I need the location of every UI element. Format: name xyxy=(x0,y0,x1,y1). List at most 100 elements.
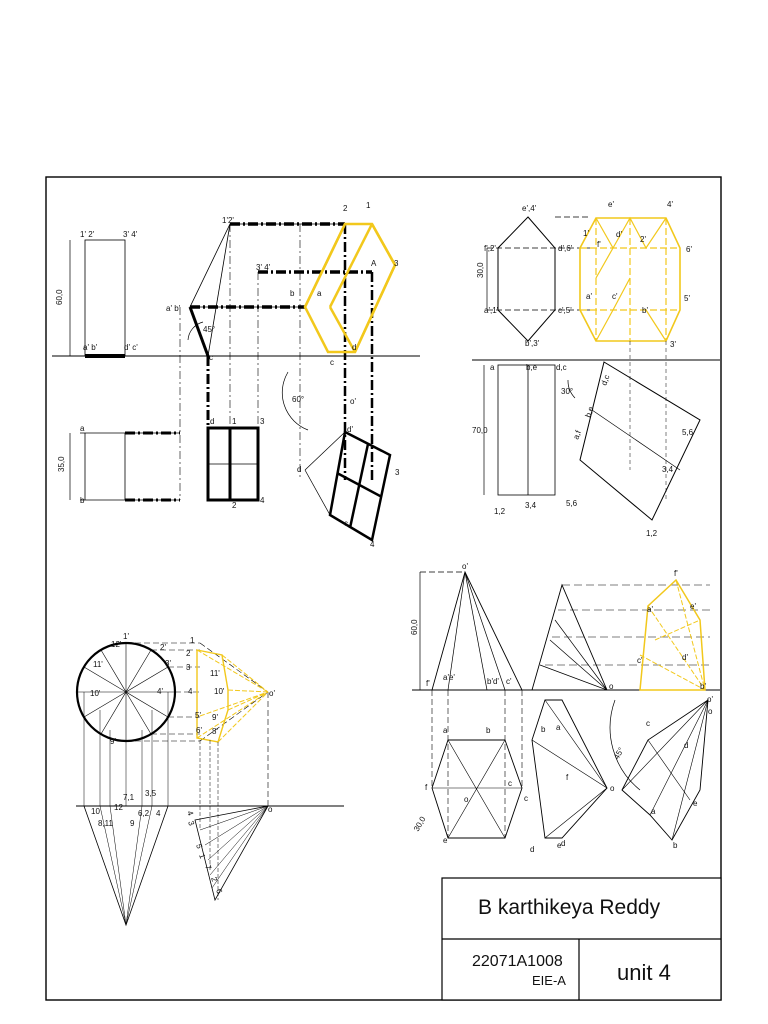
label: b'd' xyxy=(487,677,499,686)
label: a',1' xyxy=(484,306,499,315)
highlighted-hex-arcs xyxy=(595,216,667,342)
label: 6' xyxy=(196,726,202,735)
angle-text-60: 60° xyxy=(292,395,304,404)
label: c xyxy=(330,358,334,367)
label: 1' 2' xyxy=(80,230,95,239)
label: c xyxy=(344,519,348,528)
label: 8' xyxy=(212,727,218,736)
label: 12' xyxy=(111,640,122,649)
label: 3,5 xyxy=(145,789,157,798)
inclined-plan-mid xyxy=(591,409,681,471)
label: f xyxy=(425,783,428,792)
label: c' xyxy=(506,677,512,686)
label: o xyxy=(610,784,615,793)
dim-text-60-b: 60,0 xyxy=(410,619,419,635)
diagram-hex-prism: 30,0 70,0 30° e',4' f',2' d',6' c',5' a'… xyxy=(472,200,720,538)
inclined-cone-generators xyxy=(199,805,269,889)
label: o' xyxy=(462,562,468,571)
pyramid-plan-projectors xyxy=(431,690,523,838)
label: a xyxy=(443,726,448,735)
label: 10 xyxy=(91,807,100,816)
pyramid-elevation xyxy=(431,570,523,691)
inclined-hex-plan xyxy=(579,361,701,521)
label: f' xyxy=(597,240,601,249)
label: d' xyxy=(616,230,622,239)
final-plan-inner-2 xyxy=(336,471,383,499)
tilted-pyramid-edges xyxy=(539,619,608,691)
label: 11' xyxy=(93,660,103,669)
label: b',3' xyxy=(525,339,540,348)
final-pyramid-plan xyxy=(621,699,709,841)
label: d' xyxy=(347,425,353,434)
label: 8,11 xyxy=(98,819,114,828)
label: a xyxy=(651,807,656,816)
label: 2' xyxy=(160,643,166,652)
diagram-prism-inclined: 60,0 35,0 45° 60° 1' 2' 3' 4' a' b' d' c… xyxy=(52,201,420,549)
label: 3' 4' xyxy=(256,263,271,272)
tilted-short-edge xyxy=(188,306,210,357)
label: 9' xyxy=(110,737,116,746)
label: c',5' xyxy=(558,306,572,315)
angle-text-45: 45° xyxy=(203,325,215,334)
label: 5' xyxy=(684,294,690,303)
label: e xyxy=(557,841,562,850)
label: 4' xyxy=(667,200,673,209)
label: f',2' xyxy=(484,244,496,253)
label: a'e' xyxy=(443,673,455,682)
diagram-cone: 12' 1' 11' 10' 9' 2' 3' 4' 1 2 3 4 11' 1… xyxy=(75,632,344,927)
final-plan-link-1 xyxy=(304,431,346,471)
label: 3' xyxy=(670,340,676,349)
unit-label: unit 4 xyxy=(617,960,671,985)
label: b xyxy=(486,726,491,735)
label: o xyxy=(609,682,614,691)
roll-number: 22071A1008 xyxy=(472,953,563,970)
label: c' xyxy=(637,656,643,665)
label: b xyxy=(290,289,295,298)
label: b xyxy=(80,496,85,505)
initial-elevation xyxy=(84,239,126,357)
label: o' xyxy=(707,695,713,704)
sheet-border xyxy=(45,176,722,1001)
angle-arc-30 xyxy=(567,379,576,399)
label: 12 xyxy=(114,803,123,812)
final-plan xyxy=(328,430,392,542)
label: 4 xyxy=(156,809,161,818)
label: c xyxy=(209,353,213,362)
label: 6 xyxy=(214,888,224,896)
label: a' xyxy=(647,605,653,614)
hex-plan-rect xyxy=(497,364,556,496)
label: 7 xyxy=(203,864,213,872)
label: 2' xyxy=(640,235,646,244)
highlighted-edge-5 xyxy=(353,264,397,353)
tilted-plan xyxy=(531,699,608,839)
cone-plan-generators xyxy=(99,805,153,926)
highlighted-edge-2 xyxy=(328,223,374,308)
student-name: B karthikeya Reddy xyxy=(478,896,661,919)
label: e' xyxy=(690,602,696,611)
label: 2 xyxy=(232,501,237,510)
circle-division xyxy=(83,666,169,718)
dim-text-30: 30,0 xyxy=(476,262,485,278)
label: 4 xyxy=(260,496,265,505)
label: 3 xyxy=(186,820,196,828)
angle-arc-45 xyxy=(187,321,204,341)
angle-arc-60 xyxy=(281,371,309,431)
label: c xyxy=(524,794,528,803)
dim-text-70: 70,0 xyxy=(472,426,488,435)
label: 3 xyxy=(186,663,191,672)
pyramid-plan-hexagon xyxy=(431,739,523,839)
cone-plan-triangle xyxy=(83,805,169,927)
label: 5' xyxy=(195,711,201,720)
label: d xyxy=(684,741,688,750)
label: 1,2 xyxy=(646,529,658,538)
label: d xyxy=(530,845,534,854)
label: c' xyxy=(612,292,618,301)
label: d xyxy=(297,465,301,474)
label: e',4' xyxy=(522,204,537,213)
label: a xyxy=(80,424,85,433)
label: 3 xyxy=(394,259,399,268)
pyramid-elevation-edges xyxy=(447,571,506,691)
label: a xyxy=(556,723,561,732)
section: EIE-A xyxy=(532,973,566,988)
label: 2 xyxy=(209,876,219,884)
